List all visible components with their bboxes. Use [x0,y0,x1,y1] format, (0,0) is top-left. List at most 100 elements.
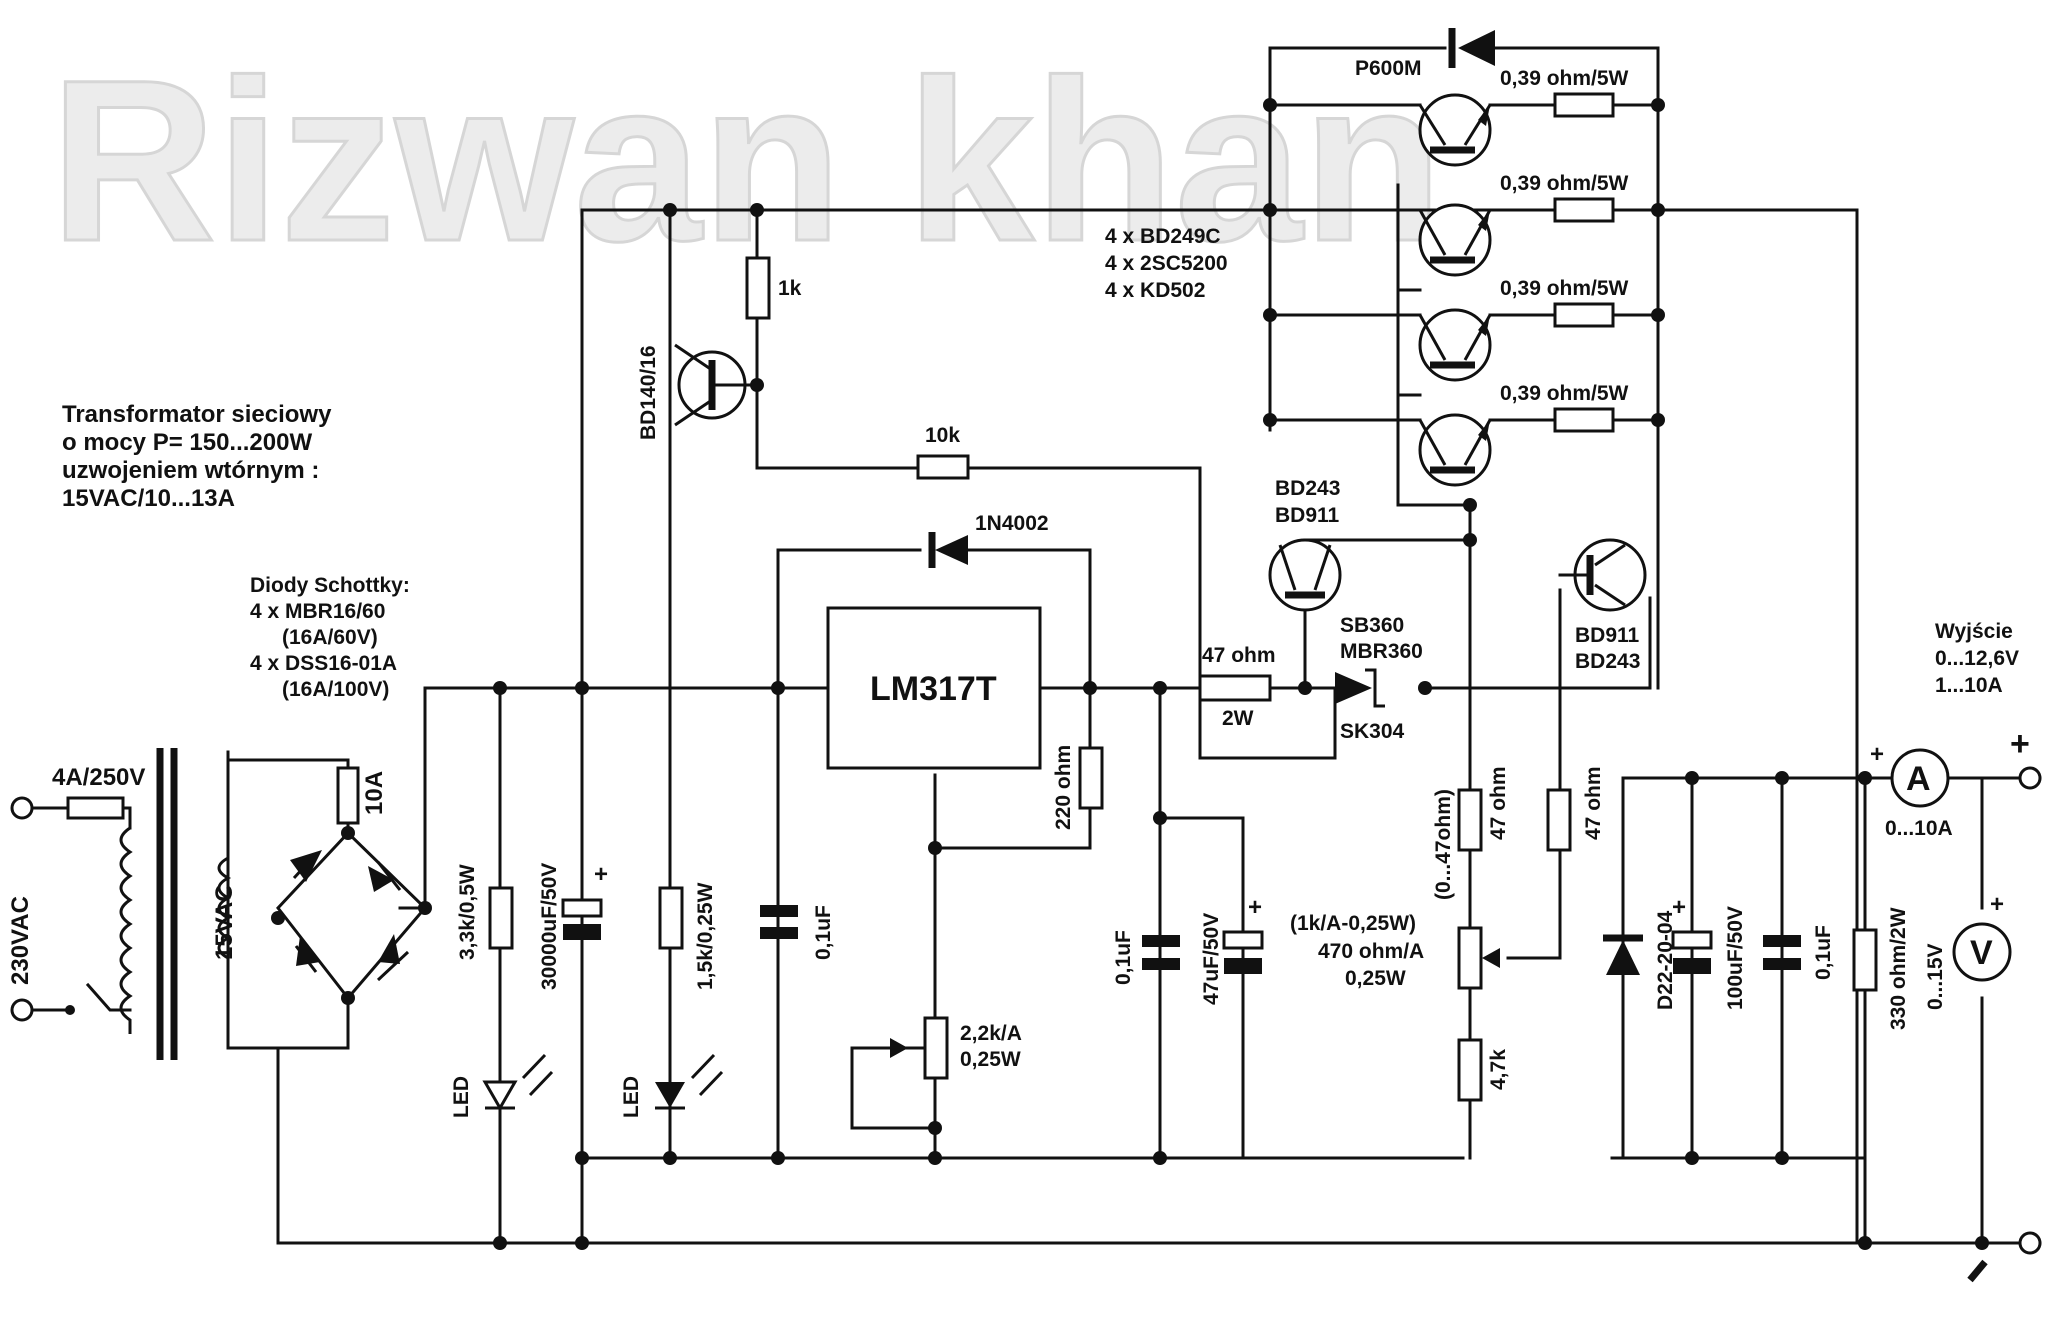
svg-text:LM317T: LM317T [870,670,997,708]
svg-text:0,1uF: 0,1uF [1812,925,1835,980]
capacitor-47uf: + 47uF/50V [1200,894,1264,1005]
transformer-note: Transformator sieciowy o mocy P= 150...2… [62,401,332,512]
driver-bd243-bd911: BD243 BD911 [1268,477,1342,612]
svg-text:4,7k: 4,7k [1487,1049,1510,1090]
mains-voltage-label: 230VAC [7,896,34,985]
svg-text:1k: 1k [778,277,802,300]
svg-text:10k: 10k [925,424,960,447]
svg-text:1...10A: 1...10A [1935,674,2003,697]
svg-text:BD911: BD911 [1575,624,1640,647]
svg-text:2W: 2W [1222,707,1254,730]
svg-text:BD243: BD243 [1275,477,1340,500]
svg-text:LED: LED [450,1076,473,1118]
svg-text:470 ohm/A: 470 ohm/A [1318,940,1424,963]
svg-text:4 x DSS16-01A: 4 x DSS16-01A [250,652,397,675]
svg-text:47 ohm: 47 ohm [1582,766,1605,840]
svg-text:LED: LED [620,1076,643,1118]
svg-text:0,25W: 0,25W [1345,967,1406,990]
svg-text:BD911: BD911 [1275,504,1340,527]
resistor-220: 220 ohm [1052,745,1104,830]
svg-text:BD140/16: BD140/16 [637,345,660,440]
bridge-fuse-label: 10A [361,771,388,815]
svg-text:0,1uF: 0,1uF [812,905,835,960]
pass-transistor-bank: 4 x BD249C 4 x 2SC5200 4 x KD502 0,39 oh… [1105,67,1629,487]
svg-text:220 ohm: 220 ohm [1052,745,1075,830]
driver-transistor: BD140/16 1k [637,256,802,440]
svg-text:+: + [1990,891,2004,918]
svg-text:15VAC/10...13A: 15VAC/10...13A [62,485,235,512]
svg-text:+: + [1672,894,1686,921]
svg-text:+: + [594,861,608,888]
svg-text:47 ohm: 47 ohm [1202,644,1276,667]
led-branch-2: 1,5k/0,25W LED [620,882,724,1118]
svg-text:uzwojeniem wtórnym :: uzwojeniem wtórnym : [62,457,319,484]
output-capacitor-100uf: + 100uF/50V [1671,894,1747,1010]
svg-text:4 x BD249C: 4 x BD249C [1105,225,1221,248]
svg-text:0,25W: 0,25W [960,1048,1021,1071]
main-filter-capacitor: + 30000uF/50V [538,861,608,990]
regulator-lm317: LM317T [826,606,1042,770]
svg-text:SK304: SK304 [1340,720,1405,743]
diode-1n4002: 1N4002 [928,512,1049,568]
output-terminals: Wyjście 0...12,6V 1...10A + [1935,620,2042,1283]
schottky-note: Diody Schottky: 4 x MBR16/60 (16A/60V) 4… [250,574,410,701]
svg-text:o mocy P= 150...200W: o mocy P= 150...200W [62,429,312,456]
driver-bd911-bd243: BD911 BD243 [1558,538,1647,673]
svg-text:V: V [1970,934,1993,972]
mains-fuse-label: 4A/250V [52,764,145,791]
ammeter: A + 0...10A [1870,741,1953,840]
current-set-network: (0...47ohm) 47 ohm 47 ohm (1k/A-0,25W) 4… [1290,766,1605,1102]
mains-input: 230VAC 4A/250V 15VAC [7,748,238,1060]
svg-text:Transformator sieciowy: Transformator sieciowy [62,401,332,428]
adjust-pot-2k2: 2,2k/A 0,25W [890,1016,1022,1080]
svg-text:4 x KD502: 4 x KD502 [1105,279,1205,302]
svg-text:0...15V: 0...15V [1924,943,1947,1010]
svg-text:1,5k/0,25W: 1,5k/0,25W [694,882,717,990]
led-branch-1: 3,3k/0,5W LED [450,864,554,1118]
svg-text:MBR360: MBR360 [1340,640,1423,663]
svg-text:+: + [1870,741,1884,768]
svg-text:Wyjście: Wyjście [1935,620,2013,643]
svg-text:3,3k/0,5W: 3,3k/0,5W [456,864,479,960]
load-resistor-330: 330 ohm/2W [1852,907,1910,1030]
svg-text:0,39 ohm/5W: 0,39 ohm/5W [1500,277,1629,300]
resistor-47ohm-2w: 47 ohm 2W [1198,644,1276,730]
svg-text:(0...47ohm): (0...47ohm) [1432,789,1455,900]
bypass-capacitor-b: 0,1uF [1112,930,1180,985]
svg-text:P600M: P600M [1355,57,1422,80]
resistor-10k: 10k [916,424,970,480]
svg-text:0,1uF: 0,1uF [1112,930,1135,985]
svg-text:0...12,6V: 0...12,6V [1935,647,2019,670]
svg-text:1N4002: 1N4002 [975,512,1049,535]
svg-text:30000uF/50V: 30000uF/50V [538,863,561,990]
diode-p600m: P600M [1355,28,1495,80]
bypass-capacitor-a: 0,1uF [760,905,835,960]
svg-text:(16A/100V): (16A/100V) [282,678,389,701]
svg-text:4 x MBR16/60: 4 x MBR16/60 [250,600,385,623]
output-capacitor-01uf: 0,1uF [1763,925,1835,980]
svg-text:Diody Schottky:: Diody Schottky: [250,574,410,597]
svg-text:+: + [1248,894,1262,921]
schottky-diode: SB360 MBR360 SK304 [1335,614,1423,743]
svg-text:(1k/A-0,25W): (1k/A-0,25W) [1290,912,1416,935]
svg-text:2,2k/A: 2,2k/A [960,1022,1022,1045]
secondary-voltage-label: 15VAC [211,884,238,960]
svg-text:0,39 ohm/5W: 0,39 ohm/5W [1500,67,1629,90]
svg-text:4 x 2SC5200: 4 x 2SC5200 [1105,252,1228,275]
svg-text:BD243: BD243 [1575,650,1640,673]
watermark: Rizwan khan [50,32,1443,289]
voltmeter: V + 0...15V [1924,891,2012,1010]
svg-text:100uF/50V: 100uF/50V [1724,906,1747,1010]
svg-text:SB360: SB360 [1340,614,1404,637]
svg-text:(16A/60V): (16A/60V) [282,626,378,649]
svg-text:A: A [1906,760,1931,798]
svg-text:47uF/50V: 47uF/50V [1200,913,1223,1005]
output-zener: D22-20-04 [1603,910,1677,1010]
bridge-rectifier: 10A [276,766,428,1001]
svg-text:0,39 ohm/5W: 0,39 ohm/5W [1500,172,1629,195]
svg-text:+: + [2010,725,2030,763]
svg-text:D22-20-04: D22-20-04 [1654,910,1677,1010]
svg-text:330 ohm/2W: 330 ohm/2W [1887,907,1910,1030]
svg-text:47 ohm: 47 ohm [1487,766,1510,840]
